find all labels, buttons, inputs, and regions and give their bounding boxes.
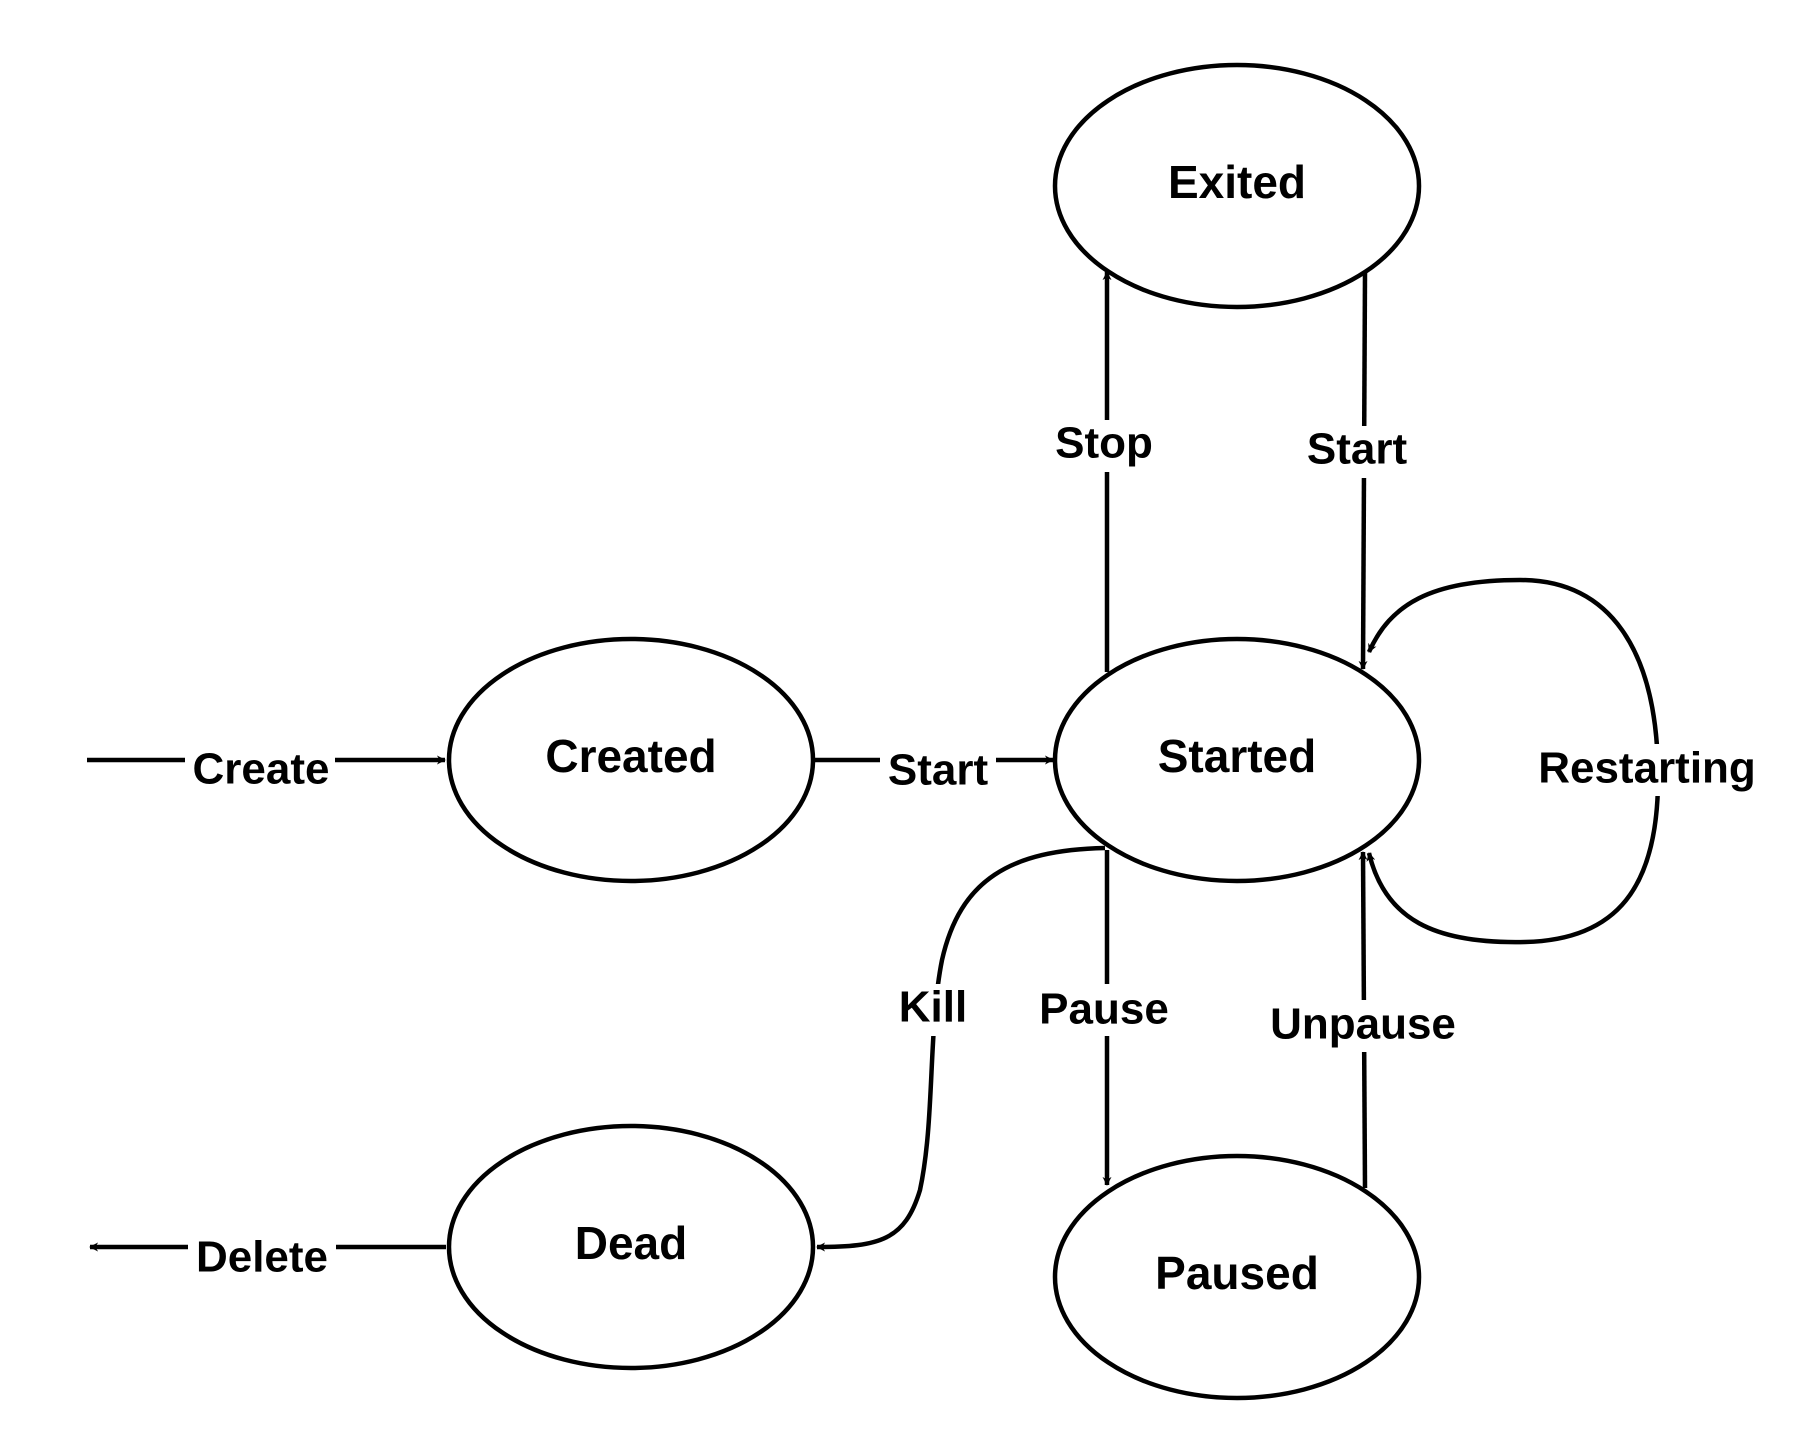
label-delete: Delete xyxy=(188,1232,336,1284)
label-start-exited-text: Start xyxy=(1307,425,1408,474)
state-exited: Exited xyxy=(1052,62,1422,310)
label-kill-text: Kill xyxy=(899,983,967,1032)
label-stop-text: Stop xyxy=(1055,419,1153,468)
state-started: Started xyxy=(1052,636,1422,884)
label-unpause: Unpause xyxy=(1260,1000,1466,1052)
label-delete-text: Delete xyxy=(196,1233,328,1282)
state-started-label: Started xyxy=(1158,730,1316,782)
state-created-label: Created xyxy=(545,730,716,782)
label-stop: Stop xyxy=(1046,419,1166,472)
state-dead: Dead xyxy=(446,1123,816,1371)
label-start-exited: Start xyxy=(1298,425,1416,478)
label-create: Create xyxy=(185,742,335,794)
label-kill: Kill xyxy=(895,983,971,1036)
state-dead-label: Dead xyxy=(575,1217,687,1269)
state-created: Created xyxy=(446,636,816,884)
label-restarting-text: Restarting xyxy=(1538,744,1756,793)
state-paused-label: Paused xyxy=(1155,1247,1319,1299)
label-unpause-text: Unpause xyxy=(1270,1000,1456,1049)
label-pause: Pause xyxy=(1032,984,1178,1036)
state-paused: Paused xyxy=(1052,1153,1422,1401)
state-exited-label: Exited xyxy=(1168,156,1306,208)
label-pause-text: Pause xyxy=(1039,985,1169,1034)
edge-kill xyxy=(816,845,1106,1252)
label-create-text: Create xyxy=(193,745,330,794)
label-restarting: Restarting xyxy=(1525,744,1769,796)
label-start-created-text: Start xyxy=(888,746,989,795)
label-start-created: Start xyxy=(880,744,996,796)
